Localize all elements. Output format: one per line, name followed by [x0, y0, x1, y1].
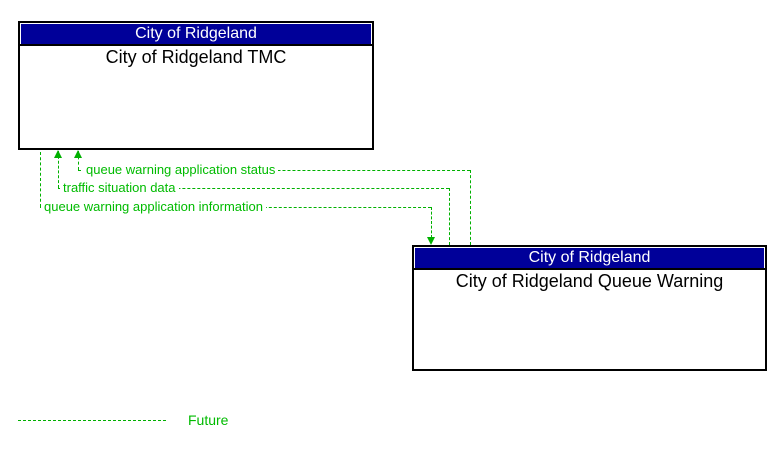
flow-line-segment	[470, 170, 471, 245]
flow-line-segment	[449, 188, 450, 245]
flow-line-segment	[58, 151, 59, 188]
entity-header: City of Ridgeland	[21, 24, 371, 44]
legend-future-label: Future	[188, 412, 229, 428]
header-divider	[20, 44, 372, 46]
legend-future-line	[18, 420, 166, 421]
entity-box-city-of-ridgeland-tmc[interactable]: City of Ridgeland City of Ridgeland TMC	[18, 21, 374, 150]
flow-line-segment	[78, 151, 79, 170]
flow-label-queue-warning-application-information[interactable]: queue warning application information	[41, 200, 266, 214]
arrowhead-up-icon	[54, 150, 62, 158]
entity-title: City of Ridgeland TMC	[20, 46, 372, 68]
flow-label-queue-warning-application-status[interactable]: queue warning application status	[83, 163, 279, 177]
entity-title: City of Ridgeland Queue Warning	[414, 270, 765, 292]
flow-line-segment	[40, 152, 41, 207]
flow-line-segment	[431, 207, 432, 238]
arrowhead-down-icon	[427, 237, 435, 245]
flow-line-segment	[58, 188, 449, 189]
flow-label-traffic-situation-data[interactable]: traffic situation data	[60, 181, 179, 195]
header-divider	[414, 268, 765, 270]
entity-box-city-of-ridgeland-queue-warning[interactable]: City of Ridgeland City of Ridgeland Queu…	[412, 245, 767, 371]
entity-header: City of Ridgeland	[415, 248, 764, 268]
arrowhead-up-icon	[74, 150, 82, 158]
